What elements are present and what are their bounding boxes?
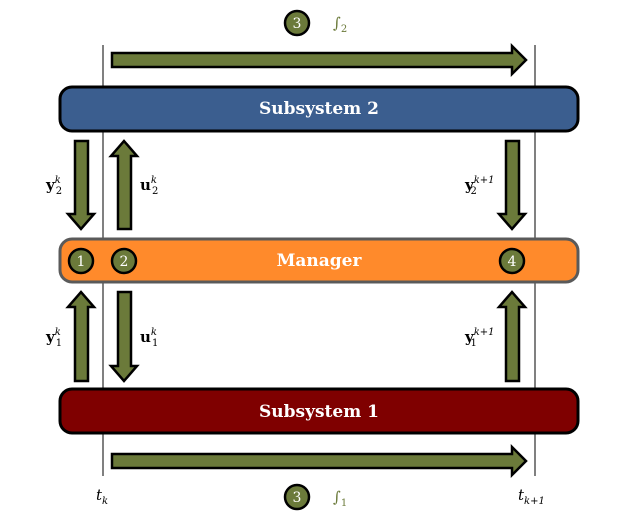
arrow-u1k-down: [108, 290, 140, 383]
manager-box: [58, 237, 580, 284]
arrow-y2k-down: [65, 139, 97, 231]
subsystem2-label: Subsystem 2: [259, 99, 379, 119]
subsystem1-label: Subsystem 1: [259, 402, 379, 422]
time-label-tk: tk: [96, 486, 108, 507]
arrow-y1k-up: [65, 290, 97, 383]
integration-arrow-bottom: [110, 443, 528, 479]
svg-text:1: 1: [77, 254, 86, 270]
arrow-y1k1-up: [496, 290, 528, 383]
svg-text:4: 4: [508, 254, 517, 270]
svg-text:3: 3: [293, 16, 302, 32]
manager-label: Manager: [277, 251, 363, 271]
step-3-top-marker: 3: [283, 9, 311, 37]
arrow-u2k-up: [108, 139, 140, 231]
subsystem1-box: [58, 387, 580, 435]
svg-text:2: 2: [120, 254, 129, 270]
step-2-marker: 2: [110, 247, 138, 275]
step-4-marker: 4: [498, 247, 526, 275]
arrow-y2k1-down: [496, 139, 528, 231]
subsystem2-box: [58, 85, 580, 133]
integration-arrow-top: [110, 42, 528, 78]
step-1-marker: 1: [67, 247, 95, 275]
step-3-bottom-marker: 3: [283, 483, 311, 511]
integral-2-label: ∫2: [333, 14, 347, 35]
svg-text:3: 3: [293, 490, 302, 506]
integral-1-label: ∫1: [333, 488, 347, 509]
time-label-tk1: tk+1: [518, 486, 545, 507]
